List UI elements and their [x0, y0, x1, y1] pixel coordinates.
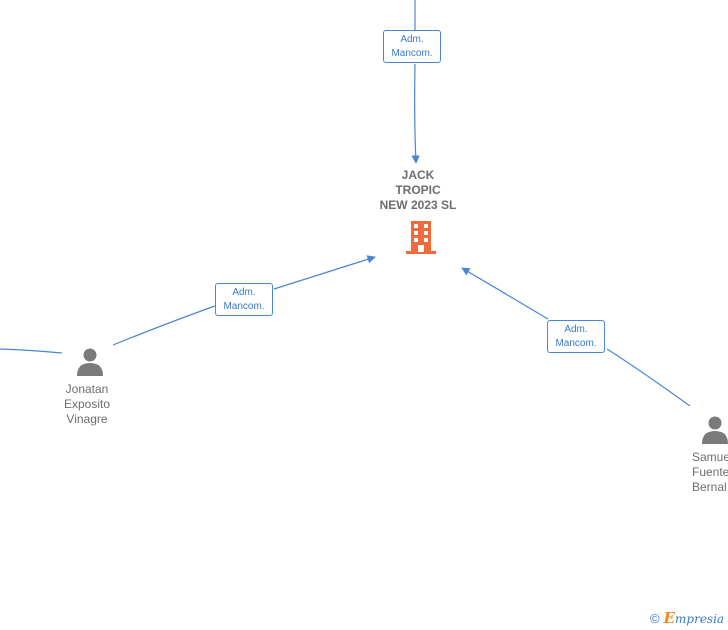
person-icon[interactable] [700, 415, 728, 445]
edge-jonatan-line [112, 257, 375, 346]
edge-samuel-line [462, 268, 691, 407]
copyright-symbol: © [650, 610, 660, 626]
person-name-line: Samuel [692, 450, 728, 464]
building-icon[interactable] [404, 220, 438, 256]
edge-label-line: Mancom. [555, 338, 597, 349]
person-icon[interactable] [75, 347, 105, 377]
edge-label-jonatan[interactable]: Adm. Mancom. [215, 283, 273, 316]
person-name-jonatan[interactable]: Jonatan Exposito Vinagre [37, 382, 137, 427]
edge-label-line: Adm. [400, 34, 424, 45]
brand-name: mpresia [675, 612, 725, 626]
person-name-line: Jonatan [65, 382, 109, 396]
edge-label-samuel[interactable]: Adm. Mancom. [547, 320, 605, 353]
person-name-line: Fuentes [692, 465, 728, 479]
edge-label-line: Adm. [564, 324, 588, 335]
person-name-line: Exposito [63, 397, 111, 411]
person-name-line: Bernal [692, 480, 727, 494]
edge-label-line: Mancom. [223, 301, 265, 312]
company-name[interactable]: JACK TROPIC NEW 2023 SL [358, 168, 478, 213]
edge-label-line: Mancom. [391, 48, 433, 59]
person-name-line: Vinagre [66, 412, 108, 426]
brand-logo: Empresia [664, 609, 725, 627]
footer-brand[interactable]: © Empresia [650, 609, 724, 627]
edge-top-line [415, 0, 416, 163]
person-name-samuel[interactable]: Samuel Fuentes Bernal [665, 450, 728, 495]
company-name-line: JACK [401, 168, 435, 182]
company-name-line: TROPIC [395, 183, 441, 197]
company-name-line: NEW 2023 SL [379, 198, 457, 212]
brand-initial: E [663, 609, 676, 627]
edge-label-top[interactable]: Adm. Mancom. [383, 30, 441, 63]
edge-label-line: Adm. [232, 287, 256, 298]
edge-offscreen-left-line [0, 348, 63, 354]
